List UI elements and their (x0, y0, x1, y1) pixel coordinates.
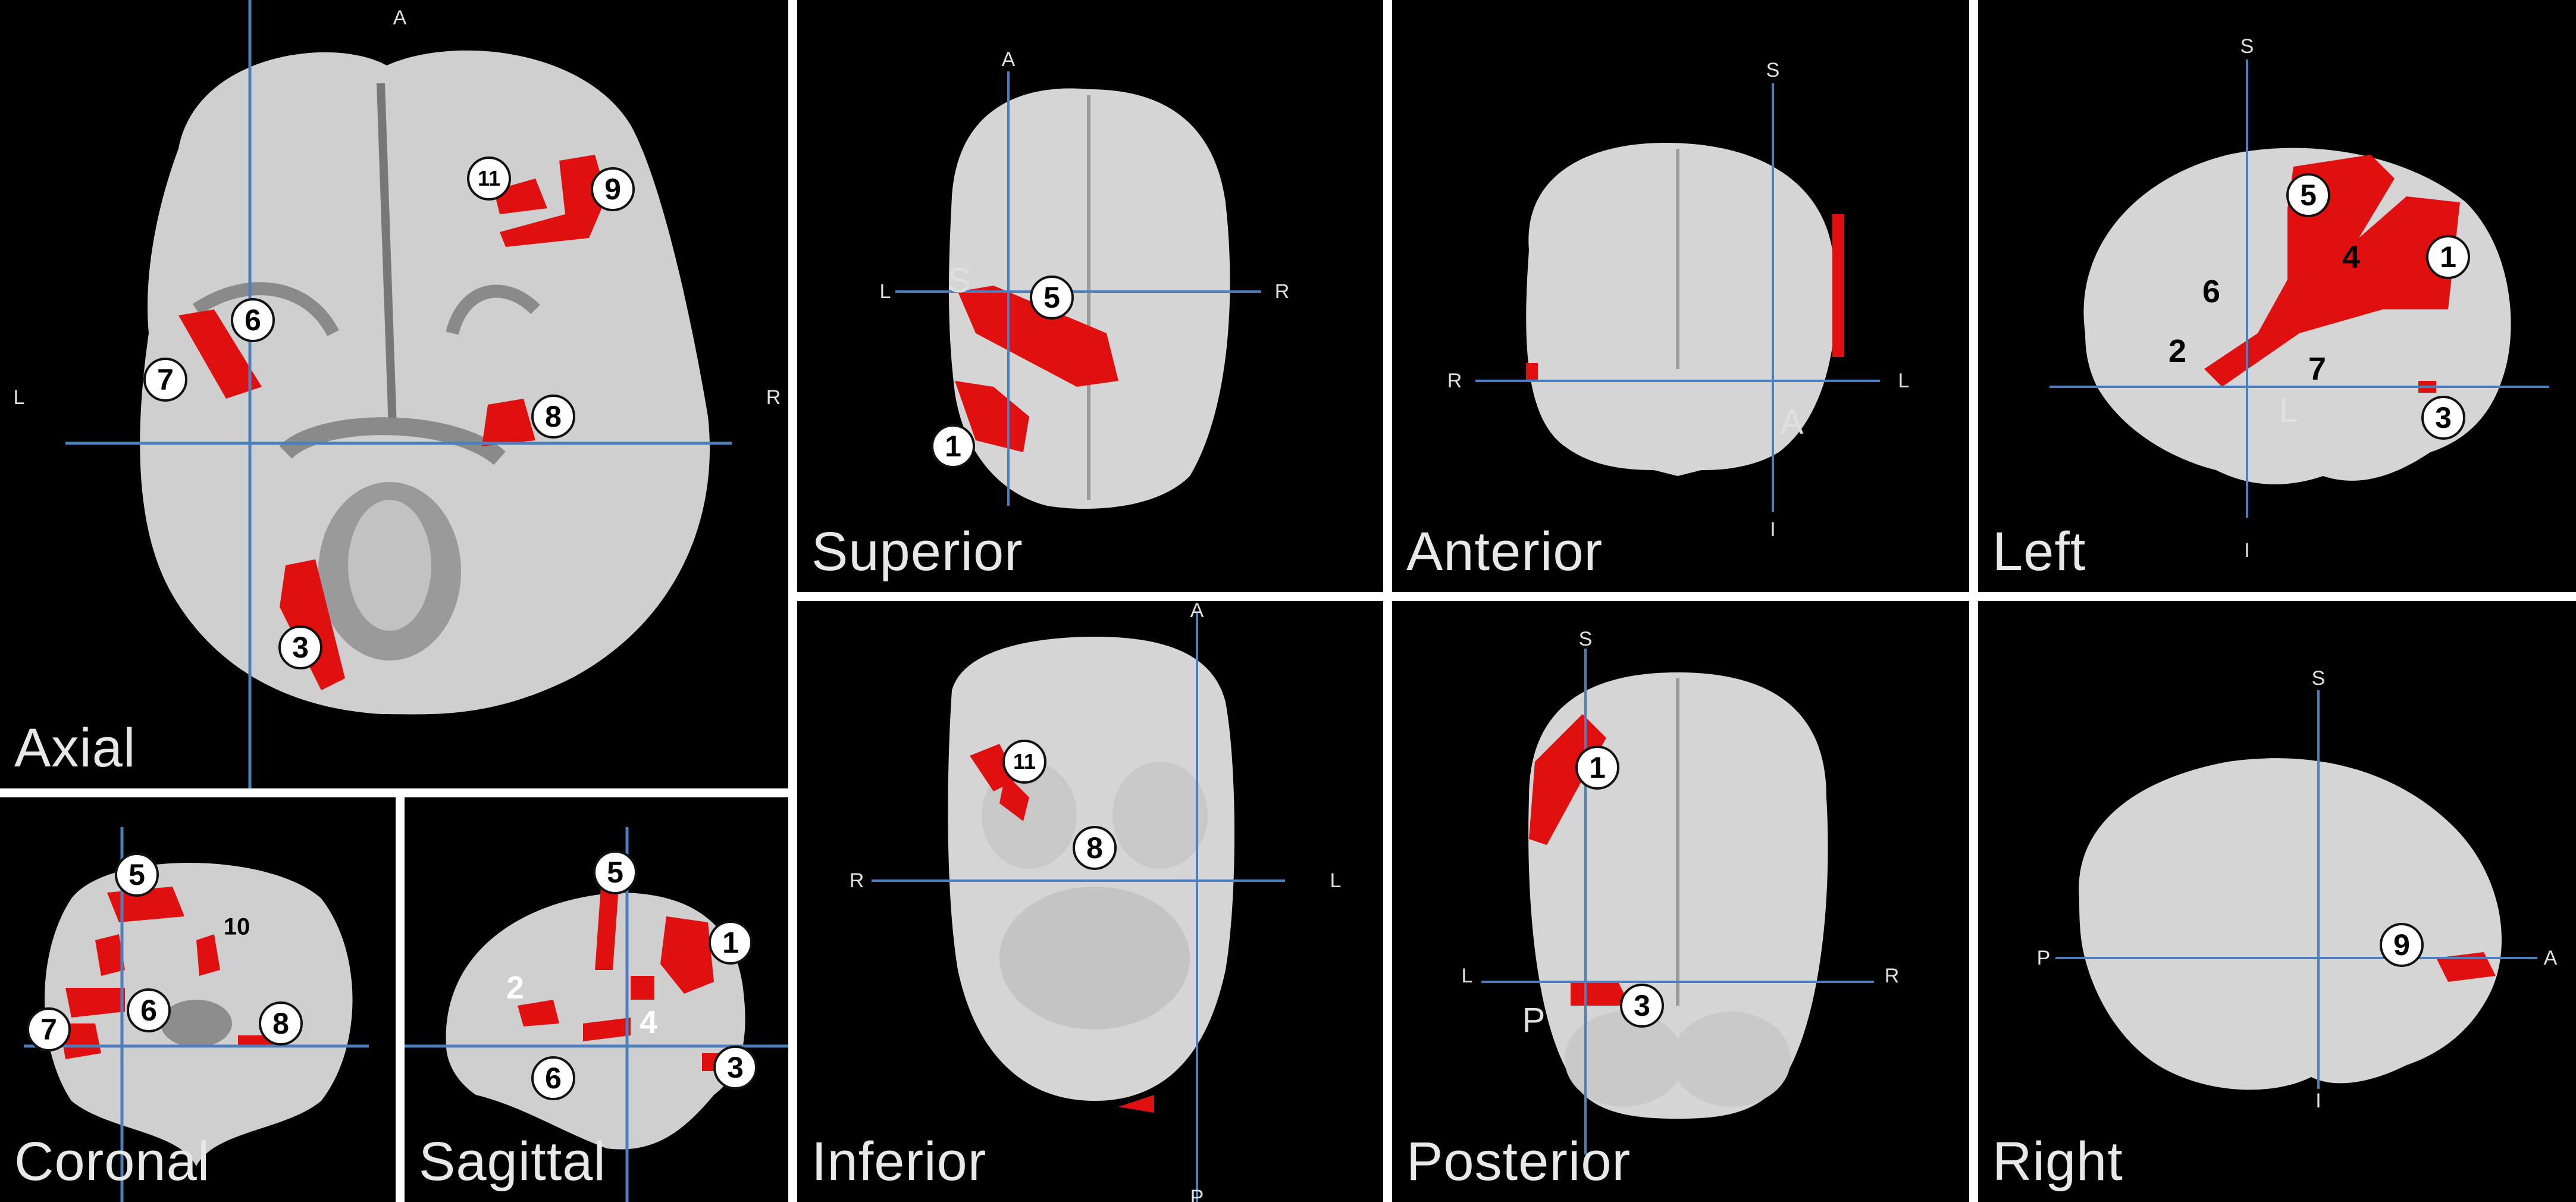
axial-orient-right: R (766, 386, 781, 409)
view-label-superior: Superior (811, 521, 1023, 582)
activation-clusters (955, 286, 1118, 452)
marker-3: 3 (1620, 984, 1664, 1028)
activation-clusters (2436, 952, 2496, 982)
anterior-orient-top: S (1766, 59, 1780, 82)
axial-orient-left: L (13, 386, 25, 409)
marker-1: 1 (2426, 235, 2470, 279)
coronal-slice-image (24, 827, 369, 1202)
view-label-anterior: Anterior (1406, 521, 1603, 582)
axial-panel: A L R 11 9 6 7 8 3 Axial (0, 0, 788, 788)
left-orient-bottom: I (2244, 539, 2250, 562)
view-label-coronal: Coronal (14, 1131, 211, 1192)
marker-6: 6 (531, 1056, 575, 1100)
view-label-sagittal: Sagittal (419, 1131, 606, 1192)
marker-9: 9 (591, 167, 635, 211)
view-label-axial: Axial (14, 718, 136, 778)
view-label-right: Right (1992, 1131, 2123, 1192)
activation-clusters (1526, 214, 1844, 381)
marker-8: 8 (531, 395, 575, 439)
superior-panel: A L R S 5 1 Superior (797, 0, 1383, 592)
sagittal-slice-image (405, 827, 788, 1202)
marker-2: 2 (2168, 333, 2187, 369)
right-orient-top: S (2311, 667, 2326, 690)
marker-9: 9 (2380, 923, 2424, 967)
inferior-orient-left: R (849, 869, 864, 892)
anterior-orient-right: L (1898, 370, 1910, 392)
marker-3: 3 (278, 625, 322, 669)
marker-1: 1 (709, 921, 753, 965)
marker-1: 1 (931, 424, 975, 468)
marker-5: 5 (2286, 173, 2330, 217)
view-label-posterior: Posterior (1406, 1131, 1631, 1192)
marker-1: 1 (1575, 746, 1619, 790)
left-orient-top: S (2240, 35, 2254, 58)
right-orient-left: P (2036, 947, 2051, 969)
marker-6: 6 (2202, 274, 2221, 309)
left-panel: S I L 5 4 1 6 2 7 3 Left (1978, 0, 2576, 592)
marker-11: 11 (1002, 740, 1046, 784)
view-label-inferior: Inferior (811, 1131, 987, 1192)
posterior-render-image (1481, 649, 1874, 1154)
marker-3: 3 (2421, 396, 2465, 440)
superior-orient-top: A (1001, 48, 1016, 71)
right-render-image (2055, 690, 2537, 1090)
anterior-orient-left: R (1447, 370, 1462, 392)
axial-orient-top: A (393, 7, 407, 29)
inferior-render-image (872, 613, 1285, 1202)
left-render-image (2049, 60, 2549, 518)
crosshair (65, 0, 732, 788)
coronal-panel: 5 10 6 7 8 Coronal (0, 797, 396, 1202)
anterior-orient-small: A (1780, 403, 1804, 442)
right-panel: S I P A 9 Right (1978, 601, 2576, 1202)
posterior-orient-small: P (1522, 1001, 1546, 1040)
right-orient-bottom: I (2315, 1090, 2321, 1112)
inferior-orient-right: L (1330, 869, 1342, 892)
marker-10: 10 (223, 913, 250, 940)
marker-2: 2 (506, 970, 525, 1006)
anterior-panel: S I R L A Anterior (1392, 0, 1969, 592)
sagittal-panel: 5 1 2 4 6 3 Sagittal (405, 797, 788, 1202)
superior-orient-small: S (947, 261, 971, 300)
posterior-orient-right: R (1884, 965, 1900, 987)
marker-3: 3 (713, 1046, 757, 1090)
marker-4: 4 (639, 1004, 658, 1040)
inferior-panel: A P R L 11 8 Inferior (797, 601, 1383, 1202)
marker-6: 6 (127, 988, 171, 1032)
inferior-orient-top: A (1190, 601, 1204, 622)
posterior-panel: S L R P 1 3 Posterior (1392, 601, 1969, 1202)
marker-6: 6 (231, 298, 275, 342)
marker-5: 5 (1030, 276, 1074, 320)
marker-4: 4 (2342, 239, 2361, 275)
superior-orient-left: L (879, 280, 891, 303)
inferior-orient-bottom: P (1190, 1186, 1204, 1202)
posterior-orient-top: S (1578, 628, 1593, 650)
axial-slice-image (65, 0, 732, 788)
marker-7: 7 (143, 358, 187, 402)
right-orient-right: A (2543, 947, 2558, 969)
marker-8: 8 (259, 1001, 303, 1046)
anterior-render-image (1475, 83, 1880, 512)
superior-orient-right: R (1274, 280, 1290, 303)
marker-5: 5 (115, 853, 159, 897)
superior-render-image (895, 71, 1261, 509)
marker-11: 11 (467, 156, 511, 201)
activation-clusters (518, 887, 738, 1071)
marker-8: 8 (1073, 826, 1117, 870)
marker-7: 7 (27, 1007, 71, 1051)
marker-5: 5 (593, 850, 637, 894)
view-label-left: Left (1992, 521, 2086, 582)
left-orient-small: L (2279, 391, 2299, 430)
anterior-orient-bottom: I (1770, 518, 1776, 541)
marker-7: 7 (2308, 351, 2327, 387)
posterior-orient-left: L (1461, 965, 1473, 987)
